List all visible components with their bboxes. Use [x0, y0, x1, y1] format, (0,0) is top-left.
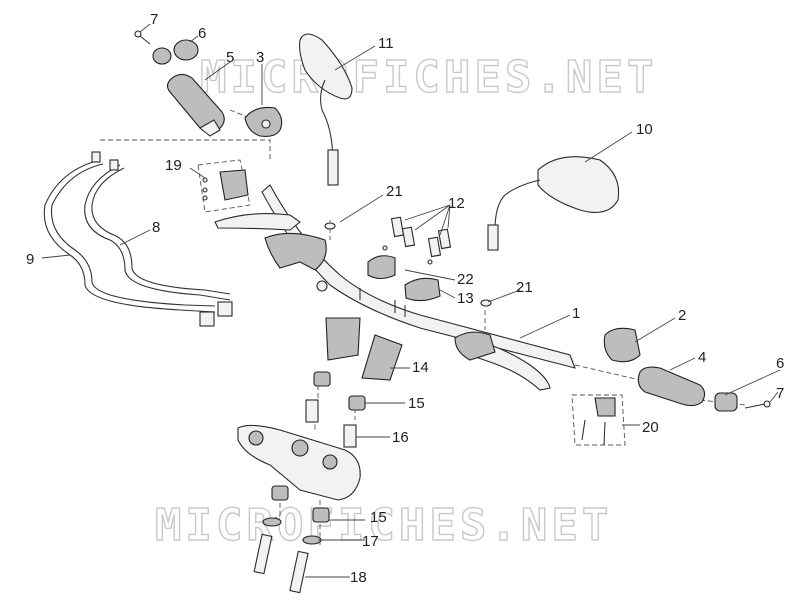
- watermark-top: MICROFICHES.NET: [200, 52, 657, 103]
- callout-2: 2: [678, 307, 686, 324]
- callout-20: 20: [642, 419, 659, 436]
- callout-3: 3: [256, 49, 264, 66]
- callout-19: 19: [165, 157, 182, 174]
- cables: [43, 151, 233, 327]
- callout-6-left: 6: [198, 25, 206, 42]
- left-end-weight: [134, 30, 199, 65]
- right-switch-housing: [603, 327, 641, 363]
- callout-7-right: 7: [776, 385, 784, 402]
- watermark-bottom: MICROFICHES.NET: [155, 500, 612, 551]
- lower-clamps: [325, 317, 403, 381]
- callout-14: 14: [412, 359, 429, 376]
- right-clamp-assembly: [571, 394, 626, 446]
- callout-12: 12: [448, 195, 465, 212]
- triple-clamp: [237, 424, 361, 501]
- callout-13: 13: [457, 290, 474, 307]
- right-end-weight: [714, 392, 771, 412]
- callout-17: 17: [362, 533, 379, 550]
- right-grip: [637, 366, 706, 407]
- callout-21-left: 21: [386, 183, 403, 200]
- callout-7-left: 7: [150, 11, 158, 28]
- callout-9: 9: [26, 251, 34, 268]
- right-brake-lever: [454, 331, 551, 391]
- callout-6-right: 6: [776, 355, 784, 372]
- callout-labels: 7 6 5 3 11 10 19 21 12 22 13 21 1 2 4 6 …: [26, 11, 784, 586]
- callout-1: 1: [572, 305, 580, 322]
- callout-11: 11: [378, 35, 394, 52]
- right-mirror: [480, 156, 620, 307]
- callout-5: 5: [226, 49, 234, 66]
- left-clamp-assembly: [197, 159, 251, 213]
- left-mirror: [299, 33, 353, 230]
- risers: [367, 216, 452, 302]
- callout-10: 10: [636, 121, 653, 138]
- callout-15-lower: 15: [370, 509, 387, 526]
- callout-18: 18: [350, 569, 367, 586]
- left-switch-housing: [244, 106, 283, 137]
- left-grip: [166, 73, 225, 137]
- leader-lines: [41, 23, 781, 578]
- callout-22: 22: [457, 271, 474, 288]
- lower-bushings: [262, 485, 330, 545]
- bushings: [305, 371, 366, 448]
- bolts: [253, 533, 309, 594]
- handlebar: [261, 184, 576, 369]
- callout-21-right: 21: [516, 279, 533, 296]
- callout-8: 8: [152, 219, 160, 236]
- callout-15-upper: 15: [408, 395, 425, 412]
- callout-4: 4: [698, 349, 706, 366]
- left-brake-lever: [214, 213, 328, 292]
- callout-16: 16: [392, 429, 409, 446]
